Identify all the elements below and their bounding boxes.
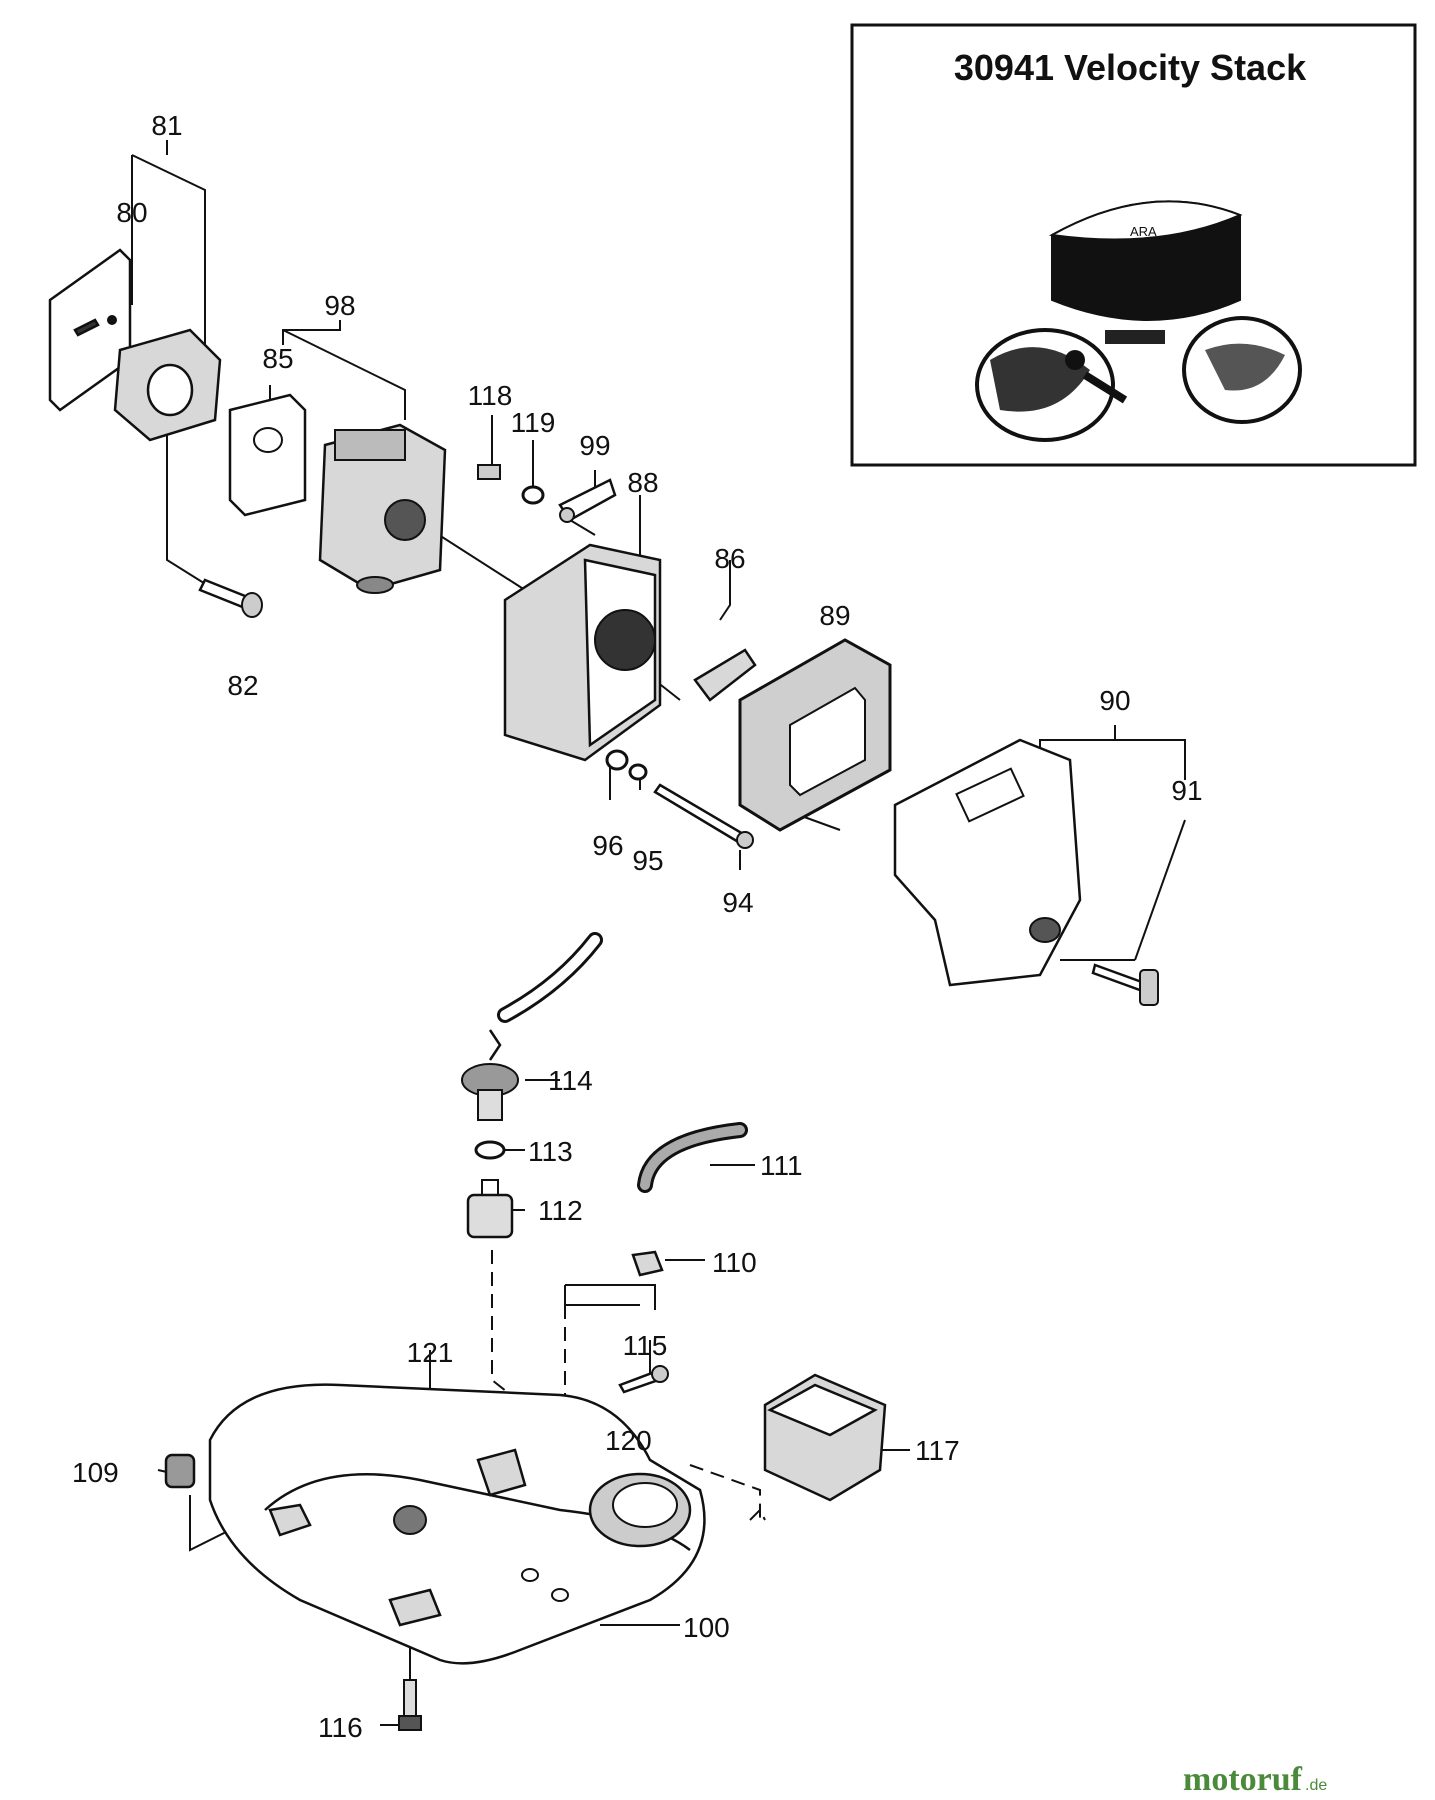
part-111-fuel-hose	[637, 1122, 748, 1193]
velocity-stack-image: ARA	[975, 200, 1302, 442]
part-116-bolt	[398, 1679, 422, 1731]
label-118: 118	[468, 380, 513, 411]
label-86: 86	[714, 543, 745, 574]
part-98-carburetor	[318, 423, 447, 594]
part-121-cushion	[393, 1505, 427, 1535]
label-113: 113	[528, 1136, 573, 1167]
label-109: 109	[72, 1457, 119, 1488]
label-120: 120	[605, 1425, 652, 1456]
part-fuel-hose-upper	[497, 932, 603, 1023]
label-95: 95	[632, 845, 663, 876]
label-99: 99	[579, 430, 610, 461]
label-80: 80	[116, 197, 147, 228]
watermark: motoruf .de	[1183, 1761, 1327, 1798]
part-96-washer	[605, 749, 629, 771]
label-119: 119	[511, 407, 556, 438]
inset-logo-text: ARA	[1130, 224, 1157, 239]
part-114-primer-fitting	[461, 1029, 519, 1121]
part-81-insulator	[113, 328, 222, 442]
part-115-screw	[618, 1365, 669, 1394]
label-91: 91	[1171, 775, 1202, 806]
part-119-washer	[521, 485, 545, 505]
inset-title: 30941 Velocity Stack	[954, 47, 1307, 88]
label-90: 90	[1099, 685, 1130, 716]
part-89-foam-filter	[738, 638, 892, 832]
label-100: 100	[683, 1612, 730, 1643]
label-116: 116	[318, 1712, 363, 1743]
part-labels: 81 80 98 85 118 119 99 88 86 89 82 90 91…	[72, 110, 1203, 1743]
label-96: 96	[592, 830, 623, 861]
part-90-air-cover	[893, 738, 1082, 987]
label-81: 81	[151, 110, 182, 141]
label-94: 94	[722, 887, 753, 918]
part-95-lockwasher	[628, 763, 648, 781]
part-85-gasket	[228, 393, 307, 517]
part-94-long-bolt	[653, 783, 754, 849]
part-118-screw	[477, 464, 501, 480]
part-99-lever	[558, 478, 617, 523]
part-91-knob-bolt	[1091, 963, 1159, 1006]
label-114: 114	[548, 1065, 593, 1096]
label-88: 88	[627, 467, 658, 498]
part-82-bolt	[198, 578, 263, 618]
part-117-fuel-cap	[763, 1373, 887, 1502]
part-86-choke-plate	[693, 648, 757, 702]
part-80-gasket	[48, 248, 132, 412]
part-88-air-filter-base	[503, 543, 662, 762]
label-98: 98	[324, 290, 355, 321]
label-110: 110	[712, 1247, 757, 1278]
watermark-tld: .de	[1305, 1777, 1327, 1794]
label-117: 117	[915, 1435, 960, 1466]
label-121: 121	[407, 1337, 454, 1368]
label-89: 89	[819, 600, 850, 631]
watermark-brand: motoruf	[1183, 1761, 1303, 1798]
part-109-cushion	[164, 1453, 196, 1489]
label-115: 115	[623, 1330, 668, 1361]
label-112: 112	[538, 1195, 583, 1226]
label-85: 85	[262, 343, 293, 374]
part-110-grommet	[631, 1250, 664, 1277]
part-112-fuel-filter	[466, 1179, 514, 1239]
part-100-fuel-tank	[208, 1383, 706, 1665]
label-111: 111	[760, 1150, 803, 1181]
velocity-stack-inset: 30941 Velocity Stack ARA	[850, 23, 1417, 467]
part-113-o-ring	[474, 1140, 506, 1160]
label-82: 82	[227, 670, 258, 701]
